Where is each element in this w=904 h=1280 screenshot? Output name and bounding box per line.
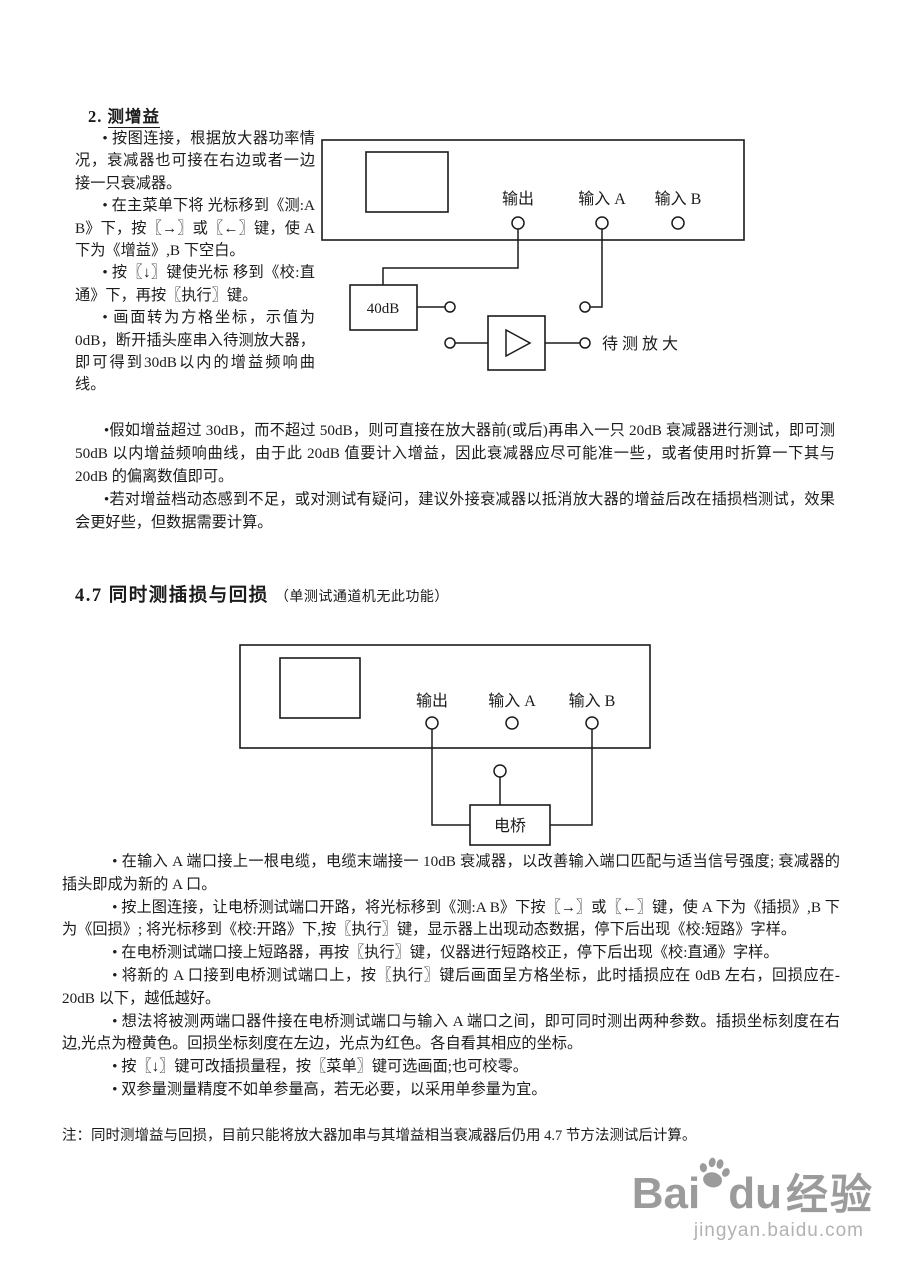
brand-text-bai: Bai [631, 1169, 701, 1218]
output-port-label: 输出 [416, 692, 448, 710]
input-a-connector [505, 716, 519, 730]
dut-label: 待 测 放 大 [602, 335, 678, 353]
dual-instructions: • 在输入 A 端口接上一根电缆，电缆末端接一 10dB 衰减器，以改善输入端口… [62, 851, 840, 1102]
gain-wide-paragraph-1: •假如增益超过 30dB，而不超过 50dB，则可直接在放大器前(或后)再串入一… [75, 422, 835, 485]
bridge-box [469, 804, 551, 846]
dual-paragraph-4: • 将新的 A 口接到电桥测试端口上，按〖执行〗键后画面呈方格坐标，此时插损应在… [62, 966, 840, 1007]
section-dual-heading: 4.7 同时测插损与回损 （单测试通道机无此功能） [75, 581, 449, 607]
section-dual-number: 4.7 [75, 586, 103, 606]
dual-paragraph-6: • 按〖↓〗键可改插损量程，按〖菜单〗键可选画面;也可校零。 [112, 1058, 528, 1076]
input-a-wire [590, 229, 603, 308]
bridge-measurement-diagram: 输出 输入 A 输入 B 电桥 [238, 643, 658, 863]
instrument-screen [365, 151, 449, 213]
gain-paragraph-4: • 画面转为方格坐标，示值为 0dB，断开插头座串入待测放大器，即可得到30dB… [75, 309, 315, 394]
gain-wide-paragraph-2: •若对增益档动态感到不足，或对测试有疑问，建议外接衰减器以抵消放大器的增益后改在… [75, 491, 835, 531]
dut-left-plug [444, 337, 456, 349]
bridge-test-port [493, 764, 507, 778]
baidu-jingyan-logo: Bai du 经验 [632, 1156, 874, 1216]
dual-paragraph-7: • 双参量测量精度不如单参量高，若无必要，以采用单参量为宜。 [112, 1080, 547, 1098]
attenuator-label: 40dB [367, 301, 400, 317]
baidu-jingyan-watermark: Bai du 经验 jingyan.baidu.com [632, 1156, 874, 1242]
gain-paragraph-3: • 按〖↓〗键使光标 移到《校:直通》下，再按〖执行〗键。 [75, 264, 315, 304]
right-plug [579, 301, 591, 313]
output-connector [511, 216, 525, 230]
output-to-bridge-wire [431, 729, 470, 826]
instrument-box [321, 139, 745, 241]
paw-icon [699, 1157, 731, 1188]
left-plug [444, 301, 456, 313]
dual-paragraph-5: • 想法将被测两端口器件接在电桥测试端口与输入 A 端口之间，即可同时测出两种参… [62, 1012, 840, 1053]
gain-paragraph-1: • 按图连接，根据放大器功率情况，衰减器也可接在右边或者一边接一只衰减器。 [75, 130, 315, 192]
gain-paragraph-2: • 在主菜单下将 光标移到《测:A B》下，按〖→〗或〖←〗键，使 A 下为《增… [75, 197, 315, 260]
gain-notes: •假如增益超过 30dB，而不超过 50dB，则可直接在放大器前(或后)再串入一… [75, 419, 835, 534]
brand-text-jingyan: 经验 [785, 1171, 874, 1218]
output-wire [382, 229, 519, 285]
gain-instructions-column: • 按图连接，根据放大器功率情况，衰减器也可接在右边或者一边接一只衰减器。 • … [75, 128, 315, 397]
brand-text-du: du [728, 1169, 782, 1218]
dual-paragraph-2: • 按上图连接，让电桥测试端口开路，将光标移到《测:A B》下按〖→〗或〖←〗键… [62, 898, 840, 939]
section-dual-subtitle: （单测试通道机无此功能） [274, 590, 449, 605]
section-gain-heading: 2. 测增益 [88, 103, 160, 128]
input-b-port-label: 输入 B [655, 190, 702, 208]
dut-right-plug [579, 337, 591, 349]
instrument-box [239, 644, 651, 749]
section-gain-number: 2. [88, 107, 103, 126]
input-b-connector [585, 716, 599, 730]
input-a-connector [595, 216, 609, 230]
output-port-label: 输出 [502, 190, 534, 208]
section-gain-title: 测增益 [107, 107, 160, 128]
watermark-url: jingyan.baidu.com [693, 1220, 864, 1241]
input-a-port-label: 输入 A [578, 190, 626, 208]
dual-paragraph-3: • 在电桥测试端口接上短路器，再按〖执行〗键，仪器进行短路校正，停下后出现《校:… [112, 944, 779, 962]
amplifier-icon [505, 328, 532, 358]
amplifier-box [487, 315, 546, 371]
dual-paragraph-1: • 在输入 A 端口接上一根电缆，电缆末端接一 10dB 衰减器，以改善输入端口… [62, 853, 840, 893]
footnote: 注：同时测增益与回损，目前只能将放大器加串与其增益相当衰减器后仍用 4.7 节方… [62, 1128, 697, 1144]
input-b-connector [671, 216, 685, 230]
input-b-to-bridge-wire [550, 729, 593, 826]
gain-measurement-diagram: 输出 输入 A 输入 B 40dB 待 测 放 大 [320, 136, 750, 386]
instrument-screen [279, 657, 361, 719]
input-b-port-label: 输入 B [569, 692, 616, 710]
bridge-label: 电桥 [494, 817, 526, 835]
output-connector [425, 716, 439, 730]
input-a-port-label: 输入 A [488, 692, 536, 710]
section-dual-title: 同时测插损与回损 [108, 586, 269, 606]
